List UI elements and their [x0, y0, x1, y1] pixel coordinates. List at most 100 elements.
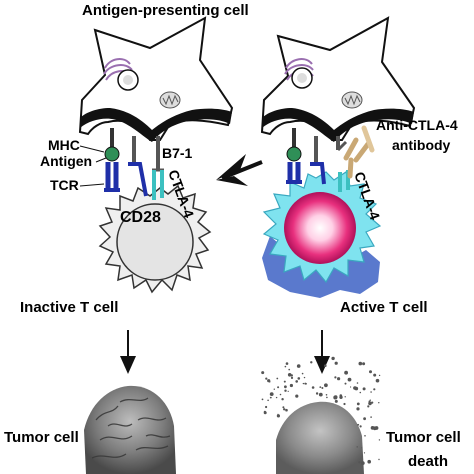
tumor-fragment [359, 425, 362, 428]
tumor-fragment [304, 382, 307, 385]
tumor-cell-left [84, 385, 176, 474]
tumor-fragment [359, 391, 362, 394]
tumor-fragment [261, 371, 265, 375]
down-arrow-right [314, 330, 330, 374]
tumor-fragment [344, 382, 347, 385]
tumor-fragment [269, 396, 272, 399]
tumor-fragment [284, 389, 287, 392]
tumor-fragment [296, 364, 301, 368]
tumor-fragment [343, 402, 346, 406]
label-mhc: MHC [48, 137, 80, 153]
tumor-fragment [261, 398, 264, 401]
tumor-fragment [360, 461, 365, 465]
tumor-fragment [324, 364, 327, 368]
down-arrow-left [120, 330, 136, 374]
tumor-fragment [311, 386, 315, 389]
tumor-fragment [301, 372, 304, 375]
tumor-fragment [375, 378, 380, 383]
tumor-fragment [378, 374, 381, 377]
tcr-right [286, 162, 302, 184]
active-t-cell-nucleus [284, 192, 356, 264]
tumor-fragments [261, 356, 381, 465]
tumor-fragment [297, 377, 301, 380]
tumor-fragment [362, 387, 366, 391]
tumor-fragment [285, 408, 288, 412]
apc-right-membrane [262, 108, 414, 142]
tumor-fragment [295, 380, 299, 383]
tumor-fragment [334, 399, 338, 403]
tumor-fragment [373, 373, 377, 377]
tumor-fragment [367, 405, 370, 408]
tumor-fragment [364, 435, 366, 437]
tumor-fragment [378, 402, 380, 404]
tumor-fragment [315, 392, 319, 395]
label-cd28: CD28 [120, 209, 161, 226]
tumor-fragment [269, 392, 274, 396]
active-t-cell-shadow [262, 236, 380, 298]
tumor-fragment [334, 376, 337, 379]
tumor-fragment [344, 370, 348, 375]
tumor-fragment [276, 414, 280, 418]
tumor-fragment [358, 461, 361, 464]
tumor-fragment [372, 426, 377, 431]
tumor-fragment [302, 382, 305, 385]
inactive-t-cell-nucleus [116, 203, 194, 281]
tumor-fragment [331, 356, 335, 361]
label-anti-ctla4: Anti-CTLA-4 [376, 117, 458, 133]
tumor-fragment [369, 399, 371, 401]
tumor-fragment [354, 386, 359, 391]
tumor-fragment [356, 382, 359, 384]
tumor-fragment [267, 399, 269, 402]
tumor-fragment [350, 386, 352, 388]
tumor-fragment [273, 388, 275, 390]
tumor-fragment [276, 377, 279, 380]
tumor-fragment [326, 396, 328, 399]
tumor-fragment [333, 395, 338, 399]
tumor-fragment [358, 361, 363, 366]
cd28-right [310, 136, 326, 185]
tumor-fragment [378, 458, 380, 461]
label-tumor-cell-right: Tumor cell [386, 429, 461, 446]
apc-left-membrane [80, 108, 232, 142]
tumor-fragment [287, 390, 289, 392]
tumor-fragment [277, 386, 280, 389]
label-b7-1: B7-1 [162, 145, 193, 161]
tumor-fragment [357, 423, 360, 426]
label-tumor-cell-left: Tumor cell [4, 429, 79, 446]
apc-left-body [78, 16, 234, 141]
tumor-fragment [324, 383, 328, 388]
tumor-fragment [337, 377, 341, 381]
tumor-fragment [284, 385, 287, 389]
tumor-fragment [265, 405, 268, 409]
tumor-fragment [356, 407, 360, 411]
tumor-fragment [367, 459, 372, 464]
transition-arrow [216, 154, 263, 186]
tumor-fragment [265, 377, 268, 380]
label-active-t-cell: Active T cell [340, 299, 428, 316]
mitochondrion-right [341, 91, 363, 109]
tumor-fragment [356, 446, 358, 448]
tumor-fragment [356, 402, 360, 406]
cd28-receptor [128, 136, 148, 197]
label-inactive-t-cell: Inactive T cell [20, 299, 118, 316]
label-apc-title: Antigen-presenting cell [82, 2, 249, 19]
tumor-cell-death [261, 356, 381, 474]
tumor-fragment [288, 368, 291, 371]
mhc-right [286, 128, 302, 162]
tumor-fragment [334, 361, 338, 365]
tumor-fragment [368, 401, 372, 406]
tumor-fragment [378, 439, 381, 441]
tumor-fragment [287, 373, 292, 377]
label-antibody: antibody [392, 137, 451, 153]
tumor-fragment [281, 398, 284, 401]
pointer-lines-left [79, 145, 107, 187]
tumor-fragment [289, 383, 293, 388]
mhc-left [104, 128, 120, 162]
tumor-fragment [344, 396, 346, 398]
tumor-fragment [370, 416, 372, 418]
tumor-fragment [321, 387, 324, 389]
label-tumor-cell-death: death [408, 453, 448, 470]
ctla4-left-receptor [152, 170, 164, 200]
